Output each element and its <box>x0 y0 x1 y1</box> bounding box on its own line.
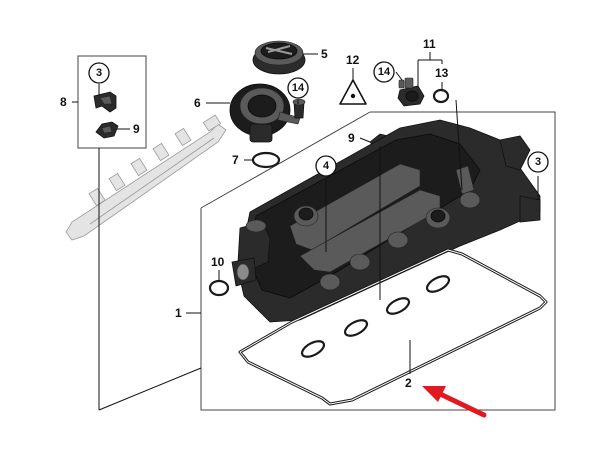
o-ring-10 <box>208 279 230 297</box>
cover-gasket <box>238 248 548 406</box>
label-part-6: 6 <box>194 96 201 110</box>
callout-14-right: 14 <box>373 61 395 83</box>
callout-3-right: 3 <box>527 151 549 173</box>
label-part-1: 1 <box>175 306 182 320</box>
label-part-13: 13 <box>435 66 449 80</box>
oil-filler-neck <box>229 83 301 143</box>
o-ring-7 <box>251 151 281 169</box>
clip-9-inset <box>95 121 119 139</box>
label-part-10: 10 <box>211 255 225 269</box>
fuel-rail <box>65 114 227 241</box>
label-part-2: 2 <box>405 376 412 390</box>
svg-text:3: 3 <box>535 156 541 168</box>
label-part-12: 12 <box>346 53 360 67</box>
label-part-9-center: 9 <box>348 131 355 145</box>
bolt-14-left <box>292 98 306 119</box>
main-frame-top-left <box>200 111 371 209</box>
svg-text:3: 3 <box>96 67 102 79</box>
callout-14-left: 14 <box>287 77 309 99</box>
spark-plug-seals <box>300 275 451 358</box>
label-part-9-inset: 9 <box>133 122 140 136</box>
red-pointer-arrow-icon <box>422 386 487 418</box>
label-part-8: 8 <box>60 95 67 109</box>
oil-filler-cap <box>252 40 306 75</box>
label-part-11: 11 <box>423 37 436 51</box>
bolt-14-right <box>398 79 405 89</box>
callout-3-left: 3 <box>88 62 110 84</box>
leader-lines <box>72 52 539 411</box>
label-part-7: 7 <box>232 153 239 167</box>
main-assembly-frame <box>200 111 556 411</box>
callout-4: 4 <box>315 155 337 177</box>
svg-text:4: 4 <box>323 160 330 172</box>
warning-triangle-icon <box>339 79 367 105</box>
clamp-bracket-3 <box>93 91 117 113</box>
sensor-assembly <box>397 77 450 107</box>
svg-text:14: 14 <box>292 82 305 94</box>
svg-text:14: 14 <box>378 66 391 78</box>
cylinder-head-cover <box>231 119 541 323</box>
label-part-5: 5 <box>321 47 328 61</box>
